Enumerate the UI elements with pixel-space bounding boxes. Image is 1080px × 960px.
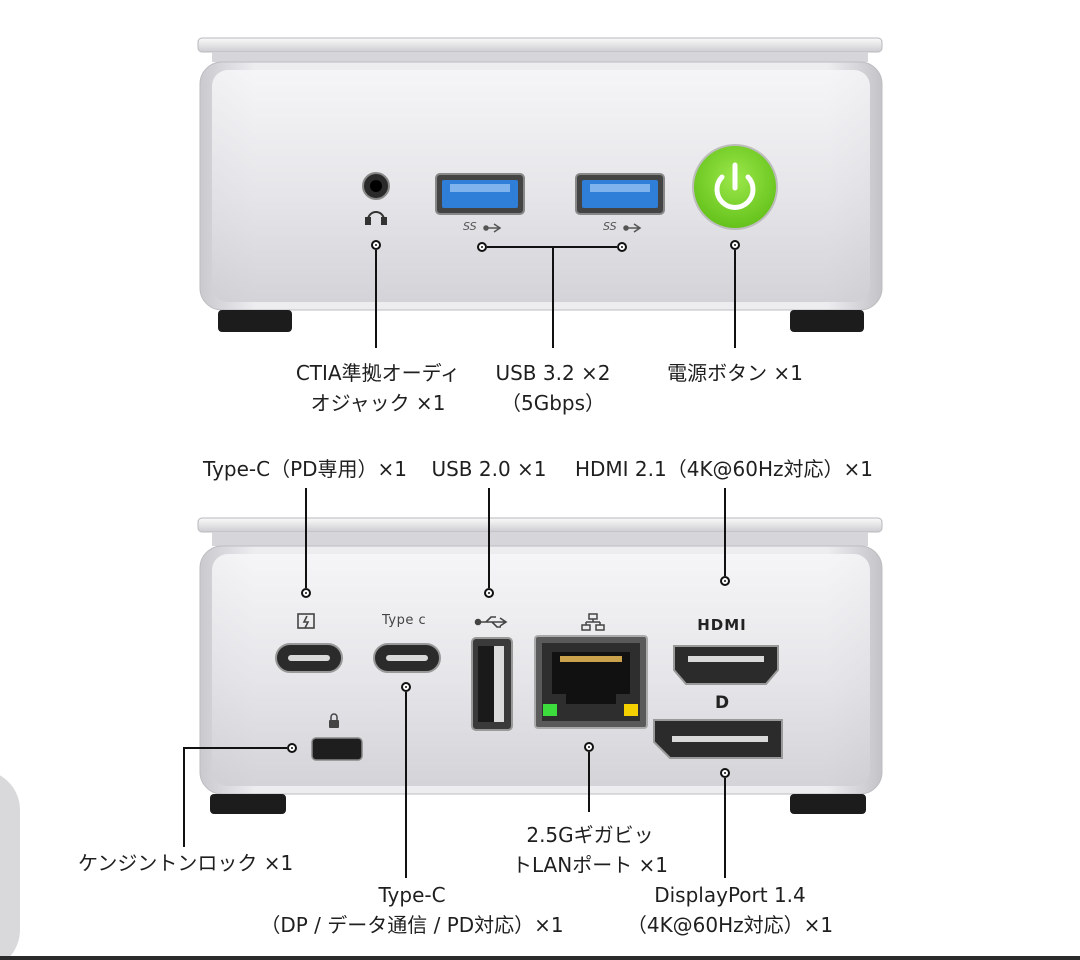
dp-callout: DisplayPort 1.4 （4K@60Hz対応）×1	[627, 880, 833, 940]
hdmi-port	[673, 645, 779, 685]
power-callout-label: 電源ボタン ×1	[667, 361, 803, 385]
lan-icon	[581, 613, 605, 631]
kensington-callout: ケンジントンロック ×1	[78, 851, 294, 875]
usb-icon	[474, 616, 508, 628]
lan-callout-line1: 2.5Gギガビッ	[526, 823, 654, 847]
front-foot-left	[218, 310, 292, 332]
ss-usb-icon-1	[483, 223, 502, 233]
typec-pd-port	[275, 643, 343, 673]
lan-callout-line	[588, 752, 590, 812]
typec-pd-callout-dot	[301, 588, 311, 598]
typec-pd-callout-line	[305, 488, 307, 588]
edge-shape	[0, 775, 20, 960]
usb20-callout: USB 2.0 ×1	[431, 457, 547, 481]
typec-dp-callout-line2: （DP / データ通信 / PD対応）×1	[260, 913, 564, 937]
dp-logo-text: D	[715, 693, 729, 713]
displayport-port	[653, 719, 783, 759]
lan-callout: 2.5Gギガビッ トLANポート ×1	[512, 820, 668, 880]
audio-callout-dot	[371, 240, 381, 250]
ss-usb-icon-2	[623, 223, 642, 233]
audio-callout-line1: CTIA準拠オーディ	[295, 361, 461, 385]
usb32-callout-dot-1	[477, 242, 487, 252]
usb20-port	[471, 637, 513, 731]
usb32-callout-line	[552, 246, 554, 348]
usb20-callout-dot	[484, 588, 494, 598]
typec-dp-port	[373, 643, 441, 673]
kensington-callout-dot	[287, 743, 297, 753]
power-callout-line	[734, 250, 736, 348]
kensington-slot	[311, 737, 363, 761]
usb20-callout-line	[488, 488, 490, 588]
rear-device: HDMI D	[197, 517, 883, 814]
audio-callout-line	[375, 250, 377, 348]
rear-foot-left	[210, 794, 286, 814]
lan-callout-dot	[584, 742, 594, 752]
power-button	[692, 144, 778, 230]
headset-icon	[365, 211, 387, 225]
audio-callout: CTIA準拠オーディ オジャック ×1	[296, 358, 460, 418]
dp-callout-line2: （4K@60Hz対応）×1	[626, 913, 834, 937]
typec-dp-callout-line	[405, 692, 407, 878]
dp-callout-line	[724, 778, 726, 878]
typec-dp-callout-dot	[401, 682, 411, 692]
pd-charge-icon	[297, 613, 315, 629]
front-lid	[197, 37, 883, 53]
power-callout-dot	[730, 240, 740, 250]
ss-mark-2: SS	[603, 220, 617, 233]
hdmi-logo-text: HDMI	[697, 616, 747, 634]
lan-callout-line2: トLANポート ×1	[511, 853, 669, 877]
bottom-divider	[0, 956, 1080, 960]
usb32-callout-line2: （5Gbps）	[500, 391, 606, 415]
lock-icon	[329, 713, 339, 728]
kensington-callout-vline	[183, 747, 185, 847]
rear-foot-right	[790, 794, 866, 814]
power-icon	[714, 174, 756, 210]
hdmi-callout: HDMI 2.1（4K@60Hz対応）×1	[574, 457, 874, 481]
dp-callout-line1: DisplayPort 1.4	[654, 883, 806, 907]
ss-mark-1: SS	[463, 220, 477, 233]
front-foot-right	[790, 310, 864, 332]
typec-dp-callout: Type-C （DP / データ通信 / PD対応）×1	[260, 880, 563, 940]
usb32-callout: USB 3.2 ×2 （5Gbps）	[495, 358, 610, 418]
usb32-port-1	[435, 173, 525, 215]
usb32-callout-dot-2	[617, 242, 627, 252]
usb32-callout-line1: USB 3.2 ×2	[495, 361, 611, 385]
dp-callout-dot	[720, 768, 730, 778]
audio-jack	[362, 172, 390, 200]
hdmi-callout-dot	[720, 576, 730, 586]
front-device	[197, 37, 883, 332]
power-callout: 電源ボタン ×1	[667, 358, 803, 388]
typec-pd-callout: Type-C（PD専用）×1	[202, 457, 408, 481]
lan-port	[534, 635, 648, 729]
typec-dp-callout-line1: Type-C	[378, 883, 446, 907]
usb32-port-2	[575, 173, 665, 215]
hdmi-callout-line	[724, 488, 726, 576]
rear-lid	[197, 517, 883, 533]
audio-callout-line2: オジャック ×1	[310, 391, 446, 415]
kensington-callout-hline	[183, 747, 287, 749]
typec-port-label: Type c	[382, 613, 427, 628]
